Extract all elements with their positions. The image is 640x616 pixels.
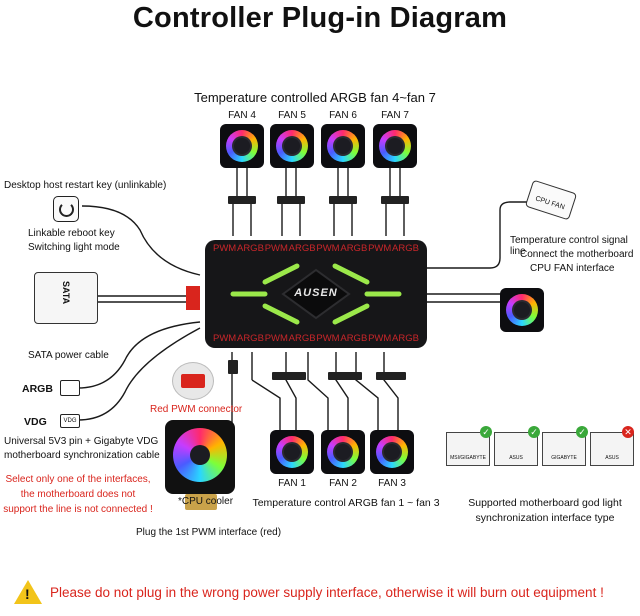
- fan-7-label: FAN 7: [381, 110, 409, 121]
- mb-caption-1: Supported motherboard god light: [468, 497, 622, 509]
- fan-5-label: FAN 5: [278, 110, 306, 121]
- argb-connector-icon: [60, 380, 80, 396]
- mb-type-name: ASUS: [509, 455, 523, 461]
- universal-label-1: Universal 5V3 pin + Gigabyte VDG: [4, 436, 159, 447]
- bottom-group-label: Temperature control ARGB fan 1 ~ fan 3: [252, 497, 440, 509]
- top-group-label: Temperature controlled ARGB fan 4~fan 7: [194, 90, 436, 105]
- hub-port-bottom-label: ARGB: [288, 333, 316, 344]
- warn-line-2: the motherboard does not: [20, 489, 136, 500]
- mb-not-supported-icon: ✕: [622, 426, 634, 438]
- temp-signal-label-1: Temperature control signal line: [510, 235, 628, 257]
- hub-port-top-label: PWM: [368, 243, 392, 254]
- cpu-cooler-label: *CPU cooler: [178, 496, 234, 507]
- mb-caption-2: synchronization interface type: [475, 512, 615, 524]
- mb-type-3: GIGABYTE: [542, 432, 586, 466]
- red-pwm-label: Red PWM connector: [150, 404, 243, 415]
- mb-type-name: ASUS: [605, 455, 619, 461]
- warn-line-3: support the line is not connected !: [3, 504, 153, 515]
- mb-type-2: ASUS: [494, 432, 538, 466]
- first-pwm-label: Plug the 1st PWM interface (red): [136, 527, 282, 538]
- warn-line-1: Select only one of the interfaces,: [5, 474, 151, 485]
- vdg-connector-tag: VDG: [60, 414, 80, 428]
- argb-label: ARGB: [22, 383, 53, 395]
- universal-label-2: motherboard synchronization cable: [4, 450, 160, 461]
- hub-port-top-label: ARGB: [288, 243, 316, 254]
- hub-glow-pattern: [230, 263, 402, 325]
- sata-cable-label: SATA power cable: [28, 350, 109, 361]
- fan-3: [370, 430, 414, 474]
- fan-2: [321, 430, 365, 474]
- fan-2-label: FAN 2: [329, 478, 357, 489]
- restart-key-label: Desktop host restart key (unlinkable): [4, 180, 167, 191]
- hub-port-bottom-label: PWM: [264, 333, 288, 344]
- hub-logo: AUSEN: [294, 287, 338, 299]
- controller-hub: PWM ARGB PWM ARGB PWM ARGB PWM ARGB AUSE…: [205, 240, 427, 348]
- fan-6: [321, 124, 365, 168]
- fan-right: [500, 288, 544, 332]
- fan-1: [270, 430, 314, 474]
- hub-port-top-label: ARGB: [392, 243, 419, 254]
- fan-5: [270, 124, 314, 168]
- reboot-key-label-2: Switching light mode: [28, 242, 120, 253]
- warning-icon: !: [14, 580, 42, 604]
- bottom-warning-text: Please do not plug in the wrong power su…: [50, 585, 604, 600]
- hub-top-ports: PWM ARGB PWM ARGB PWM ARGB PWM ARGB: [213, 243, 419, 254]
- hub-bottom-ports: PWM ARGB PWM ARGB PWM ARGB PWM ARGB: [213, 333, 419, 344]
- reboot-key-label-1: Linkable reboot key: [28, 228, 115, 239]
- fan-7: [373, 124, 417, 168]
- fan-6-label: FAN 6: [329, 110, 357, 121]
- fan-3-label: FAN 3: [378, 478, 406, 489]
- fan-4-label: FAN 4: [228, 110, 256, 121]
- hub-port-top-label: PWM: [264, 243, 288, 254]
- mb-type-name: GIGABYTE: [551, 455, 577, 461]
- hub-port-top-label: ARGB: [340, 243, 368, 254]
- cpu-cooler-icon: [165, 420, 235, 494]
- mb-ok-icon: ✓: [480, 426, 492, 438]
- temp-signal-label-2: Connect the motherboard: [520, 249, 634, 260]
- vdg-label: VDG: [24, 416, 47, 428]
- mb-ok-icon: ✓: [576, 426, 588, 438]
- sata-plug-text: SATA: [61, 281, 71, 305]
- hub-port-top-label: PWM: [213, 243, 237, 254]
- hub-port-bottom-label: PWM: [368, 333, 392, 344]
- hub-port-bottom-label: ARGB: [392, 333, 419, 344]
- reboot-key-icon: [53, 196, 79, 222]
- hub-port-bottom-label: ARGB: [236, 333, 264, 344]
- hub-port-top-label: PWM: [316, 243, 340, 254]
- hub-port-bottom-label: ARGB: [340, 333, 368, 344]
- red-pwm-connector-icon: [172, 362, 214, 400]
- temp-signal-label-3: CPU FAN interface: [530, 263, 615, 274]
- hub-port-top-label: ARGB: [236, 243, 264, 254]
- fan-4: [220, 124, 264, 168]
- fan-1-label: FAN 1: [278, 478, 306, 489]
- sata-plug-icon: SATA: [34, 272, 98, 324]
- mb-ok-icon: ✓: [528, 426, 540, 438]
- page-title: Controller Plug-in Diagram: [132, 2, 508, 34]
- cpu-heatpipe-icon: [185, 494, 217, 510]
- hub-port-bottom-label: PWM: [213, 333, 237, 344]
- mb-type-1: MSI/GIGABYTE: [446, 432, 490, 466]
- hub-port-bottom-label: PWM: [316, 333, 340, 344]
- mb-type-name: MSI/GIGABYTE: [450, 455, 486, 461]
